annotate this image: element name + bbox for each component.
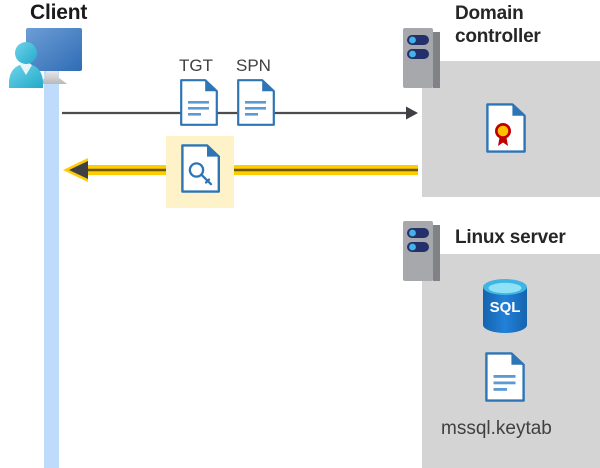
domain-controller-title-line1: Domain: [455, 3, 524, 24]
response-arrow-icon: [63, 158, 418, 182]
document-icon: [180, 79, 218, 126]
sql-label: SQL: [490, 299, 521, 316]
document-icon: [485, 352, 525, 402]
keytab-filename-label: mssql.keytab: [441, 418, 552, 439]
linux-server-title: Linux server: [455, 227, 566, 248]
client-title: Client: [30, 1, 88, 24]
server-rack-icon: [403, 221, 440, 281]
document-icon: [237, 79, 275, 126]
request-arrow-icon: [62, 106, 418, 120]
client-lifeline: [44, 68, 59, 468]
key-document-icon: [181, 144, 220, 193]
tgt-label: TGT: [179, 56, 213, 75]
domain-controller-title: Domain controller: [455, 2, 585, 48]
domain-controller-title-line2: controller: [455, 26, 541, 47]
spn-label: SPN: [236, 56, 271, 75]
sql-database-icon: SQL: [483, 279, 527, 333]
server-rack-icon: [403, 28, 440, 88]
certificate-document-icon: [486, 103, 526, 153]
user-with-monitor-icon: [9, 28, 82, 88]
